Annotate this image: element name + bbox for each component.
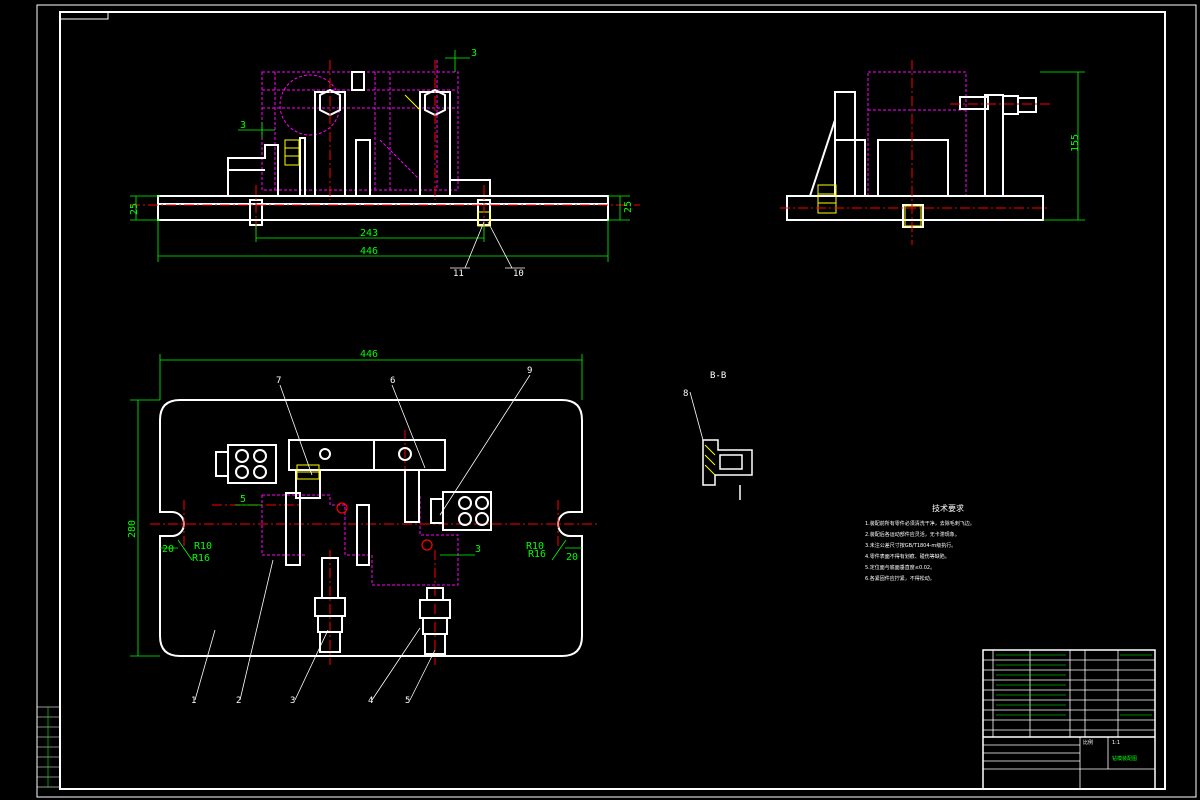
tech-req-line-6: 6.各紧固件应拧紧，不得松动。 — [865, 575, 935, 582]
section-title: B-B — [710, 371, 726, 381]
plan-base-plate — [159, 399, 583, 657]
dim-plan-left-r-small: R10 — [194, 541, 212, 552]
dim-front-height-right: 25 — [623, 201, 634, 213]
plan-dimensions — [130, 354, 583, 657]
balloon-9: 9 — [527, 366, 532, 376]
balloon-2: 2 — [236, 696, 241, 706]
dim-plan-overall-width: 446 — [360, 349, 378, 360]
dim-plan-clamp-offset-left: 5 — [240, 494, 246, 505]
section-view: B-B 8 — [683, 371, 753, 500]
plan-holes — [336, 502, 433, 551]
tech-requirements: 技术要求 1.装配前所有零件必须清洗干净，去除毛刺飞边。 2.装配后各运动部件应… — [865, 503, 975, 582]
title-block — [982, 649, 1156, 790]
side-outlines — [786, 91, 1044, 228]
balloon-7: 7 — [276, 376, 281, 386]
front-dimensions — [130, 50, 630, 262]
dim-plan-left-r-large: R16 — [192, 553, 210, 564]
title-block-drawing-title: 钻模装配图 — [1112, 755, 1137, 762]
balloon-1: 1 — [191, 696, 196, 706]
balloon-3: 3 — [290, 696, 295, 706]
tech-req-line-3: 3.未注公差尺寸按GB/T1804-m级执行。 — [865, 542, 956, 549]
front-view: 3 3 25 25 243 446 11 10 — [129, 48, 640, 279]
tech-req-line-2: 2.装配后各运动部件应灵活，无卡滞现象。 — [865, 531, 960, 538]
plan-hidden-lines — [261, 494, 459, 586]
tech-req-line-4: 4.零件表面不得有划痕、碰伤等缺陷。 — [865, 553, 950, 560]
title-block-scale-label: 比例 — [1083, 739, 1093, 746]
side-hidden-lines — [867, 71, 967, 197]
plan-leaders — [194, 374, 531, 701]
tech-req-line-5: 5.定位面与底面垂直度≤0.02。 — [865, 564, 935, 571]
side-hatch — [817, 184, 922, 227]
dim-front-overall-width: 446 — [360, 246, 378, 257]
balloon-5: 5 — [405, 696, 410, 706]
plan-hatch — [296, 464, 320, 480]
balloon-6: 6 — [390, 376, 395, 386]
front-centerlines — [130, 60, 640, 235]
side-dimensions — [1040, 71, 1085, 221]
dim-front-side-offset: 3 — [240, 120, 246, 131]
plan-components — [215, 439, 492, 655]
side-view: 155 — [780, 60, 1085, 245]
front-leaders — [450, 221, 525, 269]
tech-req-line-1: 1.装配前所有零件必须清洗干净，去除毛刺飞边。 — [865, 520, 975, 527]
front-outlines — [157, 71, 609, 226]
dim-plan-overall-height: 280 — [127, 520, 138, 538]
balloon-8: 8 — [683, 389, 688, 399]
dim-front-inner-span: 243 — [360, 228, 378, 239]
plan-view: 446 280 R10 R16 20 R10 R16 20 5 3 7 6 9 … — [127, 349, 600, 706]
sheet-border — [36, 4, 1197, 798]
balloon-4: 4 — [368, 696, 373, 706]
side-centerlines — [780, 60, 1050, 245]
dim-plan-right-r-small: R10 — [526, 541, 544, 552]
balloon-11: 11 — [453, 269, 464, 279]
side-margin-table — [36, 706, 61, 788]
dim-plan-right-offset: 20 — [566, 552, 578, 563]
dim-front-height-left: 25 — [129, 203, 140, 215]
balloon-10: 10 — [513, 269, 524, 279]
dim-front-top-offset: 3 — [471, 48, 477, 59]
tech-req-title: 技术要求 — [932, 503, 964, 513]
dim-plan-clamp-offset-right: 3 — [475, 544, 481, 555]
dim-plan-left-offset: 20 — [162, 544, 174, 555]
title-block-scale-value: 1:1 — [1112, 740, 1120, 746]
bom-fill-lines — [996, 654, 1152, 716]
front-hidden-lines — [261, 60, 459, 191]
dim-side-height: 155 — [1070, 134, 1081, 152]
dim-plan-right-r-large: R16 — [528, 549, 546, 560]
